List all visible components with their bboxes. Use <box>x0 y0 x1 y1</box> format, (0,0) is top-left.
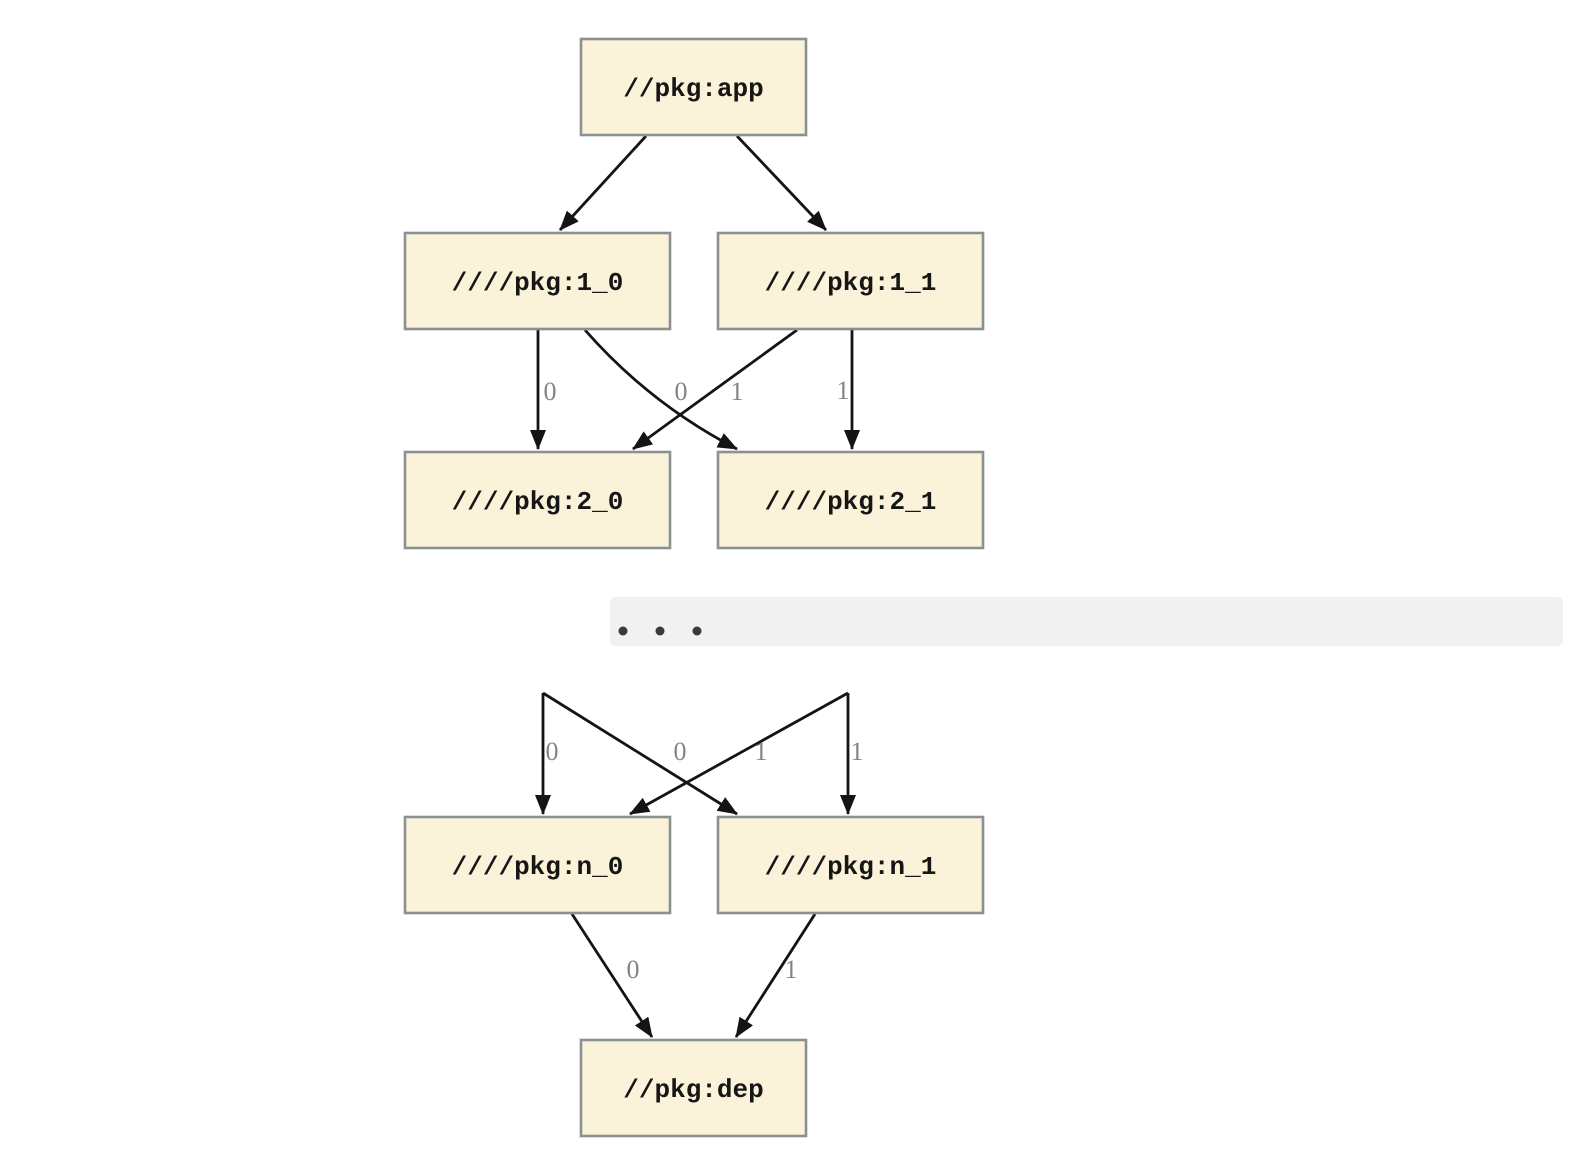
ellipsis-band <box>610 597 1563 646</box>
node-label: //pkg:dep <box>623 1075 763 1105</box>
edge-label: 0 <box>546 737 559 766</box>
edge-app-to-1_1 <box>735 135 828 231</box>
edge-label: 0 <box>544 377 557 406</box>
node-2_0: ////pkg:2_0 <box>403 450 672 550</box>
ellipsis-dot <box>618 626 628 636</box>
edge-1_1-to-2_0: 0 <box>632 328 798 451</box>
node-2_1: ////pkg:2_1 <box>716 450 985 550</box>
node-box <box>716 450 985 550</box>
edge-line <box>735 135 828 231</box>
ellipsis-dot <box>655 626 665 636</box>
node-box <box>716 815 985 915</box>
edge-line <box>629 691 849 816</box>
edge-1_0-to-2_1: 1 <box>583 329 744 451</box>
node-label: ////pkg:1_1 <box>765 268 937 298</box>
edge-label: 1 <box>837 376 850 405</box>
edge-label: 0 <box>675 377 688 406</box>
node-label: ////pkg:n_0 <box>452 852 624 882</box>
node-box <box>403 450 672 550</box>
edge-label: 0 <box>674 737 687 766</box>
edge-line <box>734 913 817 1038</box>
edge-label: 1 <box>851 737 864 766</box>
node-app: //pkg:app <box>579 37 808 137</box>
edge-1_0-to-2_0: 0 <box>530 330 557 450</box>
node-box <box>403 815 672 915</box>
edge-ellipsis2-to-n_1: 1 <box>840 693 864 815</box>
edge-ellipsis-to-n_0: 0 <box>535 693 559 815</box>
node-1_1: ////pkg:1_1 <box>716 231 985 331</box>
edge-line <box>632 328 798 451</box>
node-box <box>579 1038 808 1138</box>
edge-label: 1 <box>785 955 798 984</box>
node-n_0: ////pkg:n_0 <box>403 815 672 915</box>
node-label: ////pkg:n_1 <box>765 852 937 882</box>
node-dep: //pkg:dep <box>579 1038 808 1138</box>
node-label: ////pkg:1_0 <box>452 268 624 298</box>
node-label: ////pkg:2_1 <box>765 487 937 517</box>
edge-line <box>570 913 654 1038</box>
node-n_1: ////pkg:n_1 <box>716 815 985 915</box>
edge-n_1-to-dep: 1 <box>734 913 817 1038</box>
node-label: //pkg:app <box>623 74 763 104</box>
edge-line <box>558 135 648 231</box>
node-box <box>403 231 672 331</box>
ellipsis-dot <box>692 626 702 636</box>
node-label: ////pkg:2_0 <box>452 487 624 517</box>
edge-label: 1 <box>731 377 744 406</box>
edge-ellipsis2-to-n_0: 0 <box>629 691 849 816</box>
edge-n_0-to-dep: 0 <box>570 913 654 1038</box>
ellipsis-band-rect <box>610 597 1563 646</box>
edge-line <box>583 329 738 451</box>
edge-app-to-1_0 <box>558 135 648 231</box>
node-box <box>579 37 808 137</box>
edge-1_1-to-2_1: 1 <box>837 330 860 450</box>
edge-line <box>542 691 738 816</box>
edge-ellipsis-to-n_1: 1 <box>542 691 768 816</box>
node-1_0: ////pkg:1_0 <box>403 231 672 331</box>
node-box <box>716 231 985 331</box>
edge-label: 0 <box>627 955 640 984</box>
